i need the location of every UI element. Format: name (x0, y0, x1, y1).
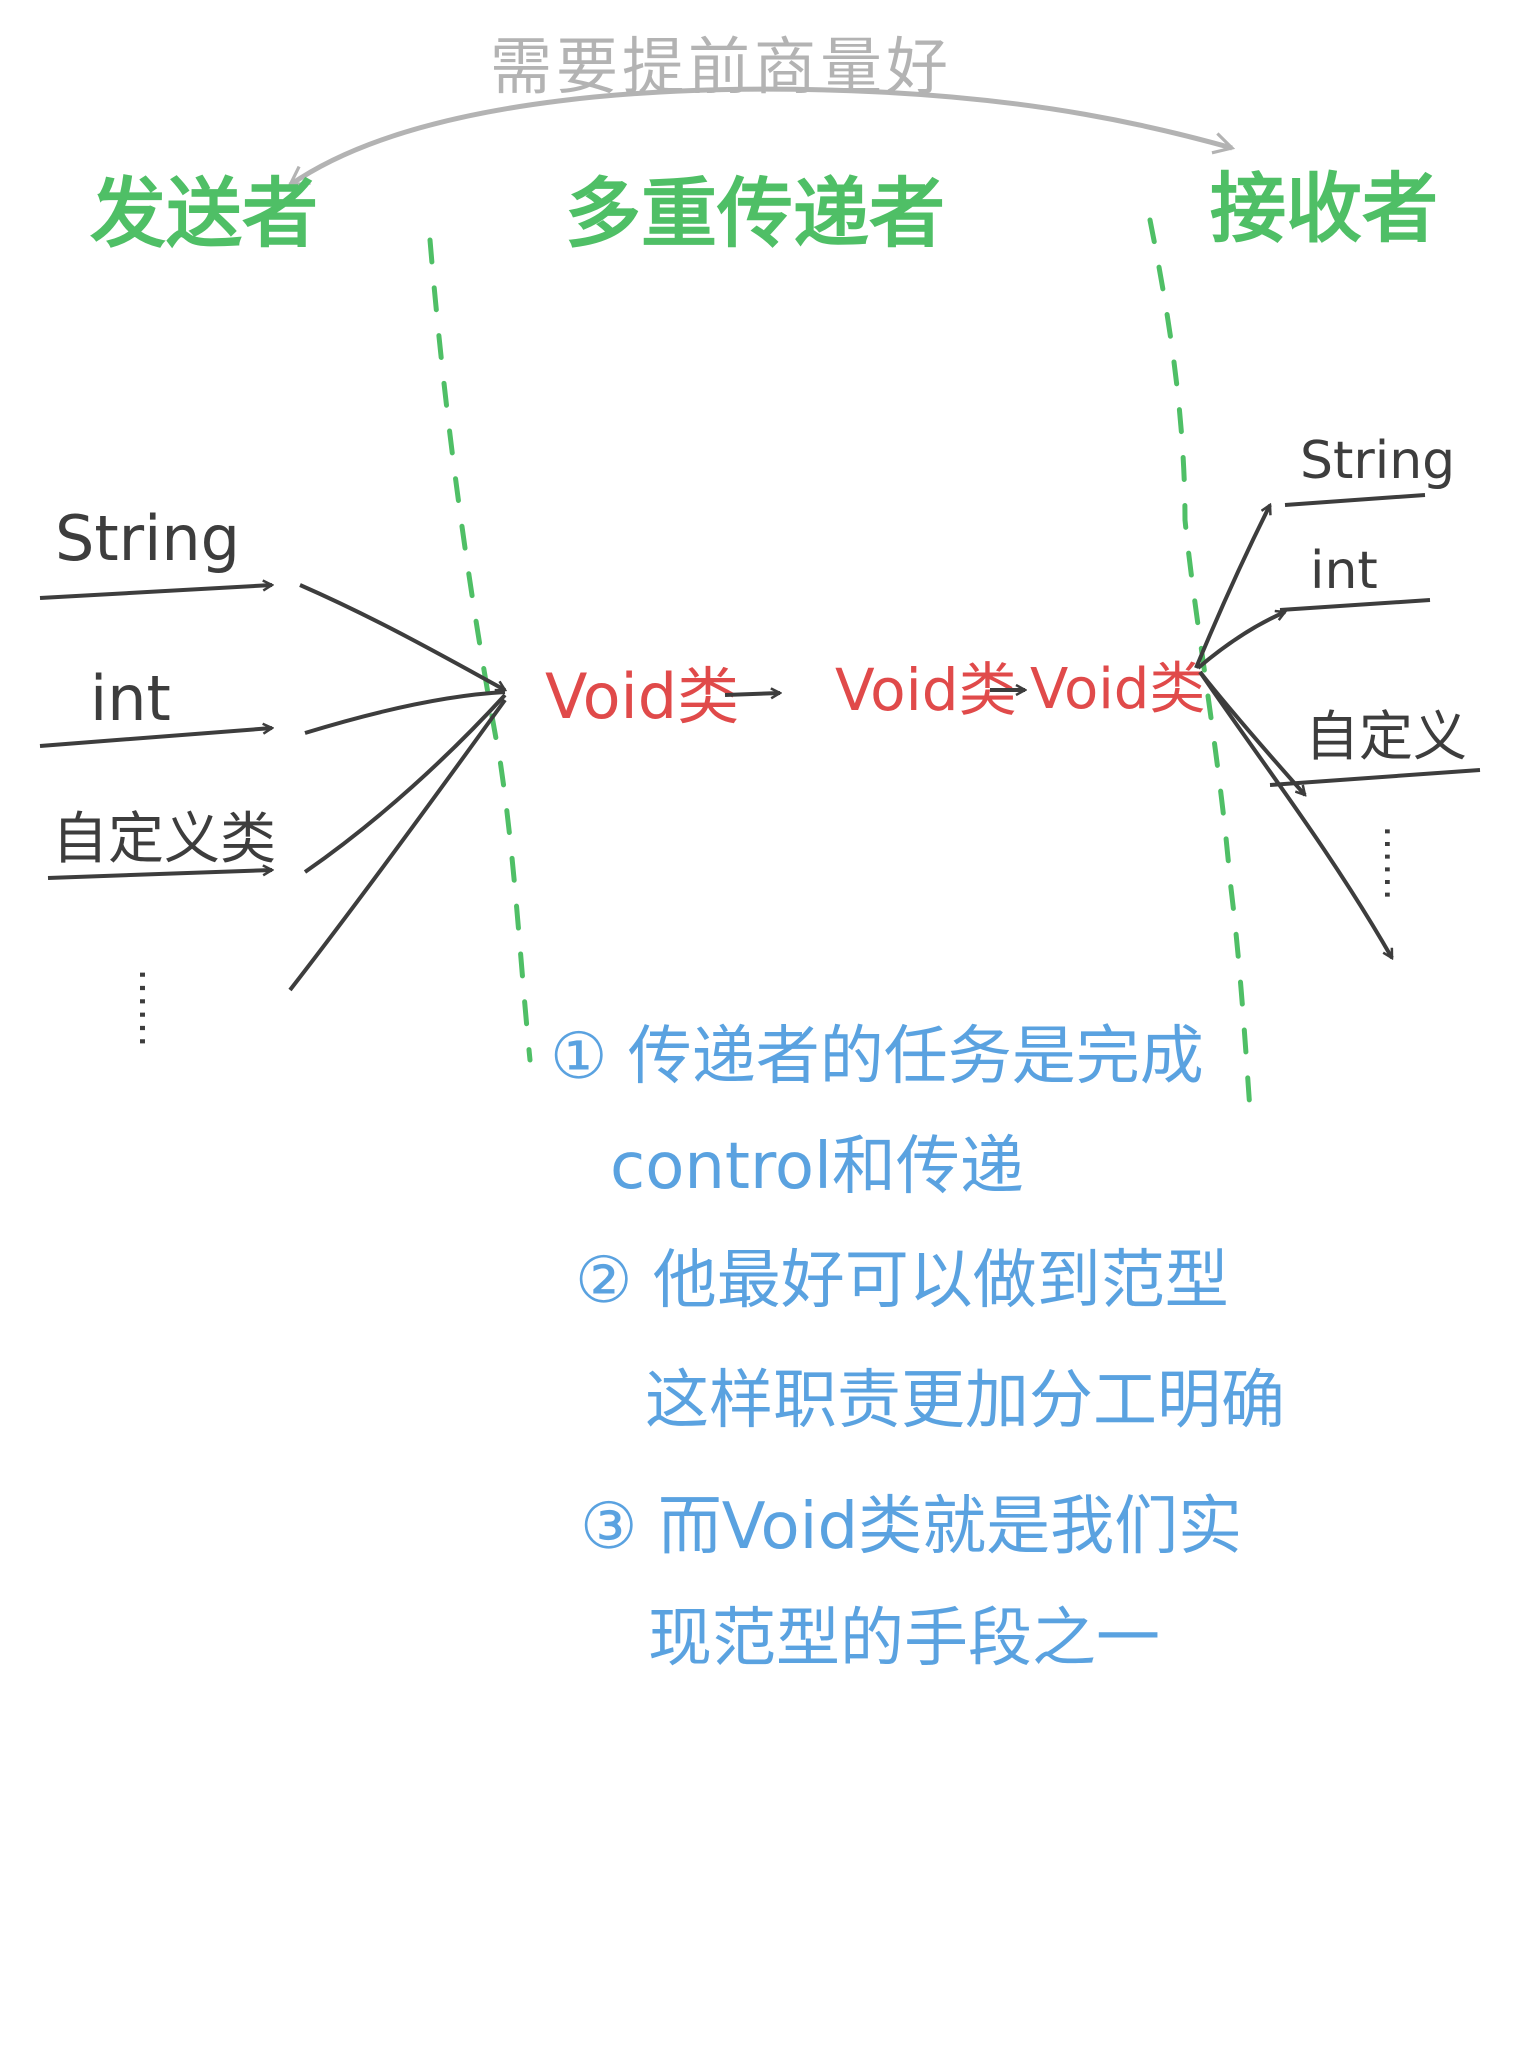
note-line-5: ③ 而Void类就是我们实 (580, 1490, 1242, 1564)
receiver-underline-custom (1269, 768, 1481, 787)
chain-arrow-1 (724, 693, 780, 695)
converge-line-1 (299, 583, 505, 692)
receiver-type-int: int (1310, 541, 1378, 601)
receiver-type-more: …… (1376, 825, 1420, 901)
diverge-line-string (1194, 505, 1272, 669)
receiver-underline-string (1284, 493, 1426, 507)
converge-line-3 (303, 693, 507, 874)
middle-heading: 多重传递者 (565, 169, 945, 258)
sender-type-int: int (90, 662, 171, 735)
note-line-2: control和传递 (610, 1130, 1024, 1204)
void-chain-3: Void类 (1030, 657, 1205, 722)
receiver-type-custom: 自定义 (1305, 705, 1467, 768)
agreement-arrow (287, 86, 1236, 188)
sender-heading: 发送者 (90, 169, 318, 258)
sender-arrow-string (39, 585, 272, 600)
note-line-1: ① 传递者的任务是完成 (550, 1020, 1204, 1094)
note-line-6: 现范型的手段之一 (648, 1602, 1160, 1676)
diverge-line-int (1196, 612, 1285, 670)
void-chain-1: Void类 (545, 660, 739, 733)
receiver-heading: 接收者 (1210, 164, 1438, 253)
right-divider (1147, 217, 1253, 1113)
receiver-underline-int (1279, 598, 1431, 612)
sender-arrow-custom (47, 870, 272, 880)
sender-type-string: String (55, 502, 240, 575)
sender-type-custom: 自定义类 (52, 807, 276, 872)
diverge-line-custom (1198, 670, 1305, 795)
note-line-3: ② 他最好可以做到范型 (575, 1244, 1229, 1318)
converge-line-4 (288, 698, 507, 992)
sender-arrow-int (39, 728, 272, 748)
sender-type-more: …… (130, 968, 176, 1048)
note-line-4: 这样职责更加分工明确 (645, 1364, 1285, 1438)
receiver-type-string: String (1300, 431, 1455, 491)
void-chain-2: Void类 (835, 656, 1017, 724)
diverge-line-more (1198, 670, 1394, 958)
converge-line-2 (304, 690, 506, 735)
left-divider (427, 237, 533, 1063)
